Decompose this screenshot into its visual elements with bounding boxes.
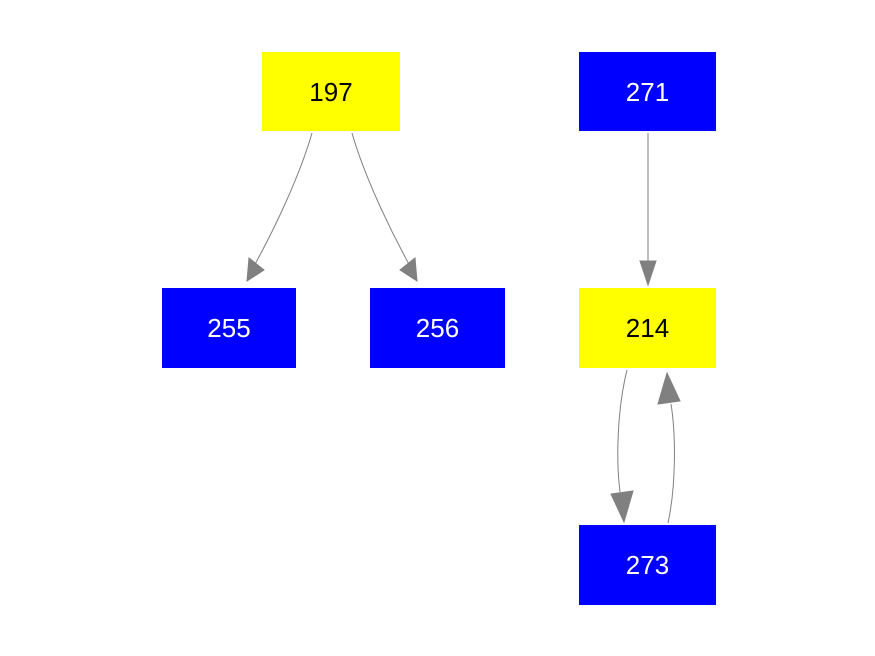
graph-node-256[interactable]: 256: [370, 288, 505, 368]
arrowhead-icon: [657, 371, 681, 405]
arrowhead-icon: [399, 257, 418, 282]
arrowhead-icon: [610, 490, 634, 524]
edge-line: [351, 132, 411, 267]
edge-line: [667, 403, 675, 524]
edge-273-to-214: [657, 371, 681, 524]
node-label: 271: [625, 76, 670, 107]
graph-node-273[interactable]: 273: [579, 525, 716, 605]
node-label: 256: [415, 313, 460, 343]
node-label: 255: [207, 313, 251, 343]
graph-node-255[interactable]: 255: [162, 288, 296, 368]
arrowhead-icon: [246, 257, 265, 282]
edge-214-to-273: [610, 369, 634, 524]
edge-line: [253, 132, 313, 267]
graph-node-197[interactable]: 197: [262, 52, 400, 131]
node-label: 197: [309, 76, 353, 107]
edge-line: [617, 369, 628, 493]
node-label: 214: [625, 313, 670, 343]
graph-node-271[interactable]: 271: [579, 52, 716, 131]
graph-node-214[interactable]: 214: [579, 288, 716, 368]
edge-197-to-256: [351, 132, 418, 282]
arrowhead-icon: [639, 260, 657, 287]
node-label: 273: [625, 550, 670, 580]
edge-271-to-214: [639, 133, 657, 287]
edge-197-to-255: [246, 132, 313, 282]
